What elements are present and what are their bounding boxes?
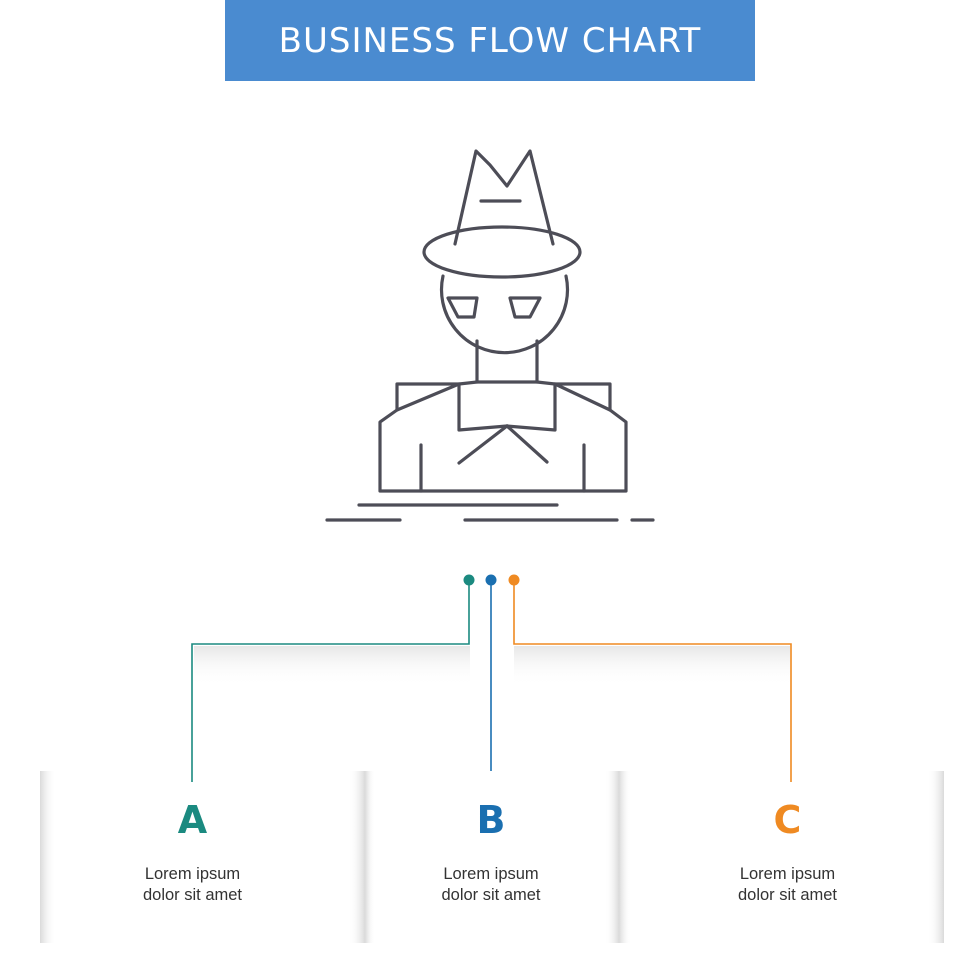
step-text-line: dolor sit amet	[441, 886, 541, 904]
node-dot-b	[485, 574, 497, 586]
step-letter-a: A	[177, 798, 208, 842]
title-banner: BUSINESS FLOW CHART	[225, 0, 755, 81]
step-text-line: dolor sit amet	[737, 886, 838, 904]
step-text-b: Lorem ipsum dolor sit amet	[365, 864, 617, 906]
panel-shadow-a-left	[40, 771, 56, 943]
step-text-line: Lorem ipsum	[739, 865, 836, 883]
node-dot-a	[463, 574, 475, 586]
step-panel-b: B Lorem ipsum dolor sit amet	[365, 771, 617, 943]
connector-a	[191, 585, 470, 782]
coat-shoulder-right	[553, 382, 612, 412]
step-text-c: Lorem ipsum dolor sit amet	[635, 864, 940, 906]
glasses-left	[446, 296, 479, 319]
head	[439, 274, 570, 355]
hat-crown	[453, 149, 555, 246]
step-text-a: Lorem ipsum dolor sit amet	[40, 864, 345, 906]
hat-brim	[422, 225, 582, 279]
chart-title: BUSINESS FLOW CHART	[278, 20, 702, 61]
step-panel-c: C Lorem ipsum dolor sit amet	[635, 771, 940, 943]
step-text-line: Lorem ipsum	[144, 865, 241, 883]
glasses-right	[508, 296, 542, 319]
collar	[457, 382, 557, 432]
panel-shadow-c-left	[619, 771, 631, 943]
spy-agent-icon	[325, 149, 655, 522]
tie-left	[457, 424, 509, 465]
step-letter-b: B	[476, 798, 506, 842]
panel-shadow-c-right	[928, 771, 944, 943]
connector-shadow-right	[514, 646, 790, 686]
tie-right	[505, 424, 549, 464]
step-panel-a: A Lorem ipsum dolor sit amet	[40, 771, 345, 943]
panel-shadow-a-right	[349, 771, 365, 943]
connector-shadow-left	[194, 646, 470, 686]
connector-c	[513, 585, 792, 782]
step-text-line: dolor sit amet	[142, 886, 243, 904]
step-text-line: Lorem ipsum	[443, 865, 539, 883]
coat	[378, 380, 628, 493]
coat-shoulder-left	[395, 382, 461, 412]
step-letter-c: C	[773, 798, 802, 842]
node-dot-c	[508, 574, 520, 586]
panel-shadow-b-right	[605, 771, 619, 943]
panel-shadow-b-left	[365, 771, 375, 943]
